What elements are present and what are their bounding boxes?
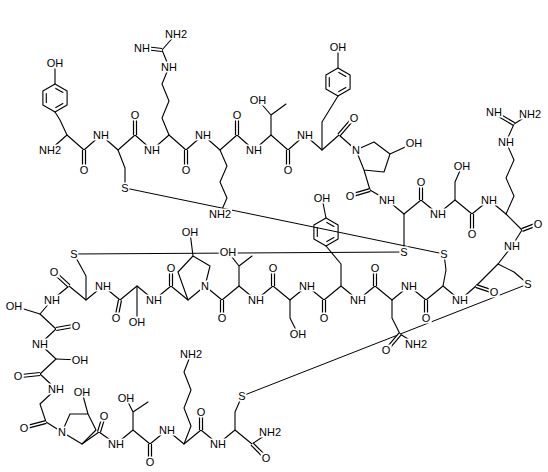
atom-label: N [200,281,210,292]
atom-label: OH [289,329,308,340]
atom-label: O [319,313,330,324]
atom-label: NH2 [164,29,188,40]
atom-label: NH2 [179,349,203,360]
atom-label: NH2 [404,339,428,350]
atom-label: O [181,165,192,176]
atom-label: NH [143,145,161,156]
atom-label: O [196,407,207,418]
atom-label: NH [43,295,61,306]
atom-label: NH [451,295,469,306]
atom-label: O [381,345,392,356]
atom-label: O [99,411,110,422]
atom-label: NH2 [518,109,542,120]
atom-label: OH [219,247,238,258]
atom-label: S [120,183,129,194]
atom-label: O [349,113,360,124]
atom-label: NH [497,137,515,148]
atom-label: NH [349,295,367,306]
atom-label: O [111,313,122,324]
atom-label: OH [71,355,90,366]
atom-label: NH [378,195,396,206]
atom-label: NH [209,439,227,450]
atom-label: O [79,165,90,176]
single-bonds [14,34,530,444]
atom-label: OH [249,95,268,106]
atom-label: OH [5,301,24,312]
atom-label: OH [453,161,472,172]
atom-label: S [399,247,408,258]
atom-label: NH [480,195,498,206]
atom-label: N [57,427,67,438]
atom-label: OH [46,58,65,69]
atom-label: NH [247,295,265,306]
atom-label: OH [313,193,332,204]
atom-label: NH2 [208,209,232,220]
double-bonds [21,48,535,459]
atom-label: OH [329,42,348,53]
atom-label: S [439,249,448,260]
atom-label: O [416,177,427,188]
atom-label: NH [158,425,176,436]
atom-label: NH [145,295,163,306]
atom-label: NH [400,281,418,292]
atom-label: NH [245,145,263,156]
atom-label: N [351,145,361,156]
atom-label: NH [160,62,178,73]
atom-label: NH2 [38,145,62,156]
atom-label: S [523,279,532,290]
atom-label: O [489,287,500,298]
atom-label: O [268,263,279,274]
atom-label: O [370,263,381,274]
atom-label: NH [31,339,49,350]
atom-label: O [232,110,243,121]
atom-label: NH [503,241,521,252]
atom-label: NH2 [258,427,282,438]
atom-label: O [261,453,272,464]
aromatic-rings [43,68,350,246]
atom-label: NH [107,439,125,450]
atom-label: NH [133,43,151,54]
atom-label: NH [94,281,112,292]
atom-label: O [217,313,228,324]
atom-label: NH [194,130,212,141]
atom-label: OH [73,387,92,398]
atom-label: O [421,313,432,324]
atom-label: O [13,371,24,382]
atom-label: O [49,267,60,278]
atom-label: OH [117,393,136,404]
atom-label: NH [298,281,316,292]
atom-label: O [467,229,478,240]
atom-label: O [166,263,177,274]
atom-label: NH [47,384,65,395]
disulfide-bonds [74,188,528,396]
atom-label: NH [296,130,314,141]
atom-label: OH [405,138,424,149]
atom-label: O [345,191,356,202]
atom-label: NH [429,209,447,220]
atom-label: S [69,249,78,260]
atom-label: O [19,423,30,434]
atom-label: O [145,457,156,468]
atom-label: NH [485,107,503,118]
atom-label: O [283,165,294,176]
atom-label: OH [181,227,200,238]
atom-label: S [237,391,246,402]
atom-label: O [71,321,82,332]
atom-label: NH [92,130,110,141]
atom-label: O [533,219,544,230]
atom-label: O [130,110,141,121]
atom-label: OH [128,317,147,328]
